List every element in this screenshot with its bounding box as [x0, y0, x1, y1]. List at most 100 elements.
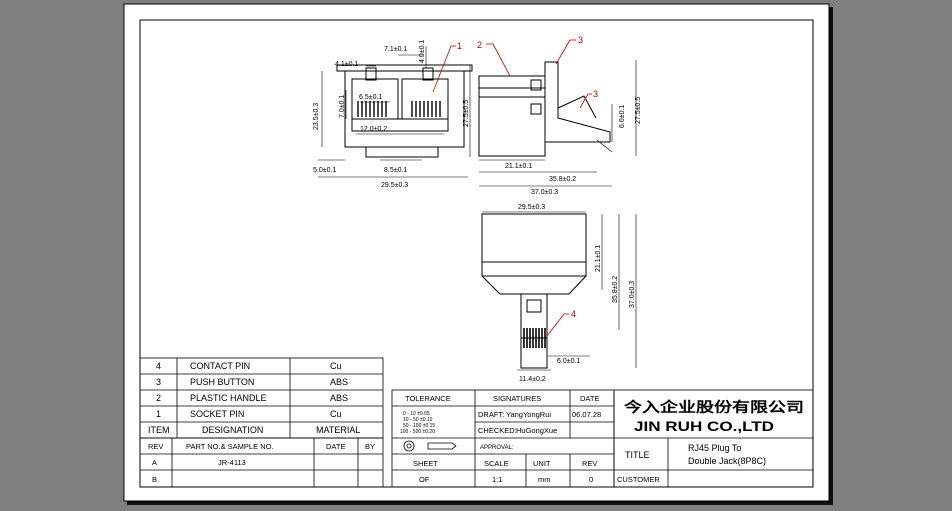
signatures-title: SIGNATURES — [493, 394, 541, 403]
bom-header-designation: DESIGNATION — [202, 425, 263, 435]
top-plug-pins — [523, 328, 546, 348]
top-view — [481, 211, 637, 371]
bom-row-material: ABS — [330, 377, 348, 387]
dim-top-4: 6.0±0.1 — [557, 358, 580, 365]
top-plug — [520, 337, 548, 369]
draft-name: YangYongRui — [506, 410, 551, 419]
side-tab-upper — [530, 79, 542, 91]
tolerance-row: 10 - 50 ±0.10 — [403, 417, 433, 423]
dim-front-2: 4.0±0.1 — [419, 40, 426, 63]
bom-header-material: MATERIAL — [316, 425, 360, 435]
front-bottom-tab — [365, 146, 439, 158]
side-tab-lower — [530, 103, 542, 115]
bom-row-item: 3 — [156, 377, 161, 387]
top-band — [481, 261, 587, 277]
date-title: DATE — [580, 394, 599, 403]
bom-row-designation: PUSH BUTTON — [190, 377, 254, 387]
bom-row-material: Cu — [330, 409, 342, 419]
scale-value: 1:1 — [492, 475, 502, 484]
tolerance-row: 100 - 500 ±0.20 — [400, 429, 435, 435]
top-view-dimensions: 29.5±0.3 21.1±0.1 35.8±0.2 37.0±0.3 6.0±… — [518, 204, 636, 383]
side-push-button — [557, 95, 597, 119]
bom-row-material: Cu — [330, 361, 342, 371]
title-label: TITLE — [625, 450, 650, 460]
dim-front-3: 6.5±0.1 — [359, 94, 382, 101]
rev-header-date: DATE — [326, 442, 345, 451]
dim-front-4: 7.0±0.1 — [339, 95, 346, 118]
callout-4: 4 — [571, 309, 576, 319]
dim-side-4: 37.0±0.3 — [531, 189, 558, 196]
unit-value: mm — [538, 475, 551, 484]
sheet-label: SHEET — [413, 459, 438, 468]
draft-label: DRAFT: — [478, 410, 504, 419]
side-handle — [544, 61, 611, 143]
title-block — [613, 389, 814, 488]
title-line-2: Double Jack(8P8C) — [688, 456, 766, 466]
front-view — [318, 46, 473, 178]
tolerance-row: 50 - 100 ±0.15 — [403, 423, 435, 429]
side-view-dimensions: 6.6±0.1 27.5±0.5 21.1±0.1 35.8±0.2 37.0±… — [505, 97, 642, 196]
dim-front-10: 29.5±0.3 — [381, 182, 408, 189]
front-view-dimensions: 4.1±0.1 7.1±0.1 4.0±0.1 6.5±0.1 7.0±0.1 … — [313, 40, 470, 189]
customer-label: CUSTOMER — [617, 475, 660, 484]
bom-row-material: ABS — [330, 393, 348, 403]
dim-top-5: 11.4±0.2 — [519, 376, 546, 383]
front-latch-right — [422, 67, 434, 81]
dim-front-0: 4.1±0.1 — [335, 61, 358, 68]
dim-front-5: 23.5±0.3 — [313, 103, 320, 130]
dim-top-3: 37.0±0.3 — [629, 281, 636, 308]
callout-2: 2 — [477, 40, 482, 50]
bom-row-designation: CONTACT PIN — [190, 361, 250, 371]
rev-block-text: REV PART NO.& SAMPLE NO. DATE BY A JR-41… — [148, 442, 375, 484]
bom-header-item: ITEM — [148, 425, 170, 435]
callout-3b: 3 — [593, 89, 598, 99]
unit-label: UNIT — [533, 459, 551, 468]
front-top-flange — [336, 64, 473, 72]
front-lower-band — [351, 118, 449, 132]
approval-label: APPROVAL: — [480, 445, 514, 451]
dim-front-1: 7.1±0.1 — [384, 46, 407, 53]
bom-text: 4 CONTACT PIN Cu 3 PUSH BUTTON ABS 2 PLA… — [148, 361, 360, 435]
bom-row-item: 1 — [156, 409, 161, 419]
tolerance-row: 0 - 10 ±0.05 — [403, 411, 430, 417]
front-pins-left — [357, 101, 387, 117]
dim-top-1: 21.1±0.1 — [595, 245, 602, 272]
rev-header-by: BY — [365, 442, 375, 451]
dim-side-2: 21.1±0.1 — [505, 163, 532, 170]
bom-row-item: 2 — [156, 393, 161, 403]
checked-label: CHECKED: — [478, 426, 517, 435]
callout-3a: 3 — [578, 35, 583, 45]
top-latch — [526, 299, 542, 313]
dim-front-6: 27.5±0.5 — [463, 100, 470, 127]
tolerance-title: TOLERANCE — [405, 394, 451, 403]
dim-front-9: 8.5±0.1 — [384, 167, 407, 174]
company-name-cn: 今入企业股份有限公司 — [623, 399, 804, 415]
rev-header-part: PART NO.& SAMPLE NO. — [186, 442, 274, 451]
rev-block — [139, 437, 384, 488]
dim-side-0: 6.6±0.1 — [619, 105, 626, 128]
dim-front-8: 5.0±0.1 — [313, 167, 336, 174]
side-view — [478, 60, 637, 187]
approval-text: TOLERANCE 0 - 10 ±0.05 10 - 50 ±0.10 50 … — [400, 394, 601, 484]
dim-top-2: 35.8±0.2 — [612, 276, 619, 303]
front-latch-left — [365, 67, 377, 81]
rev-row-part: JR-4113 — [218, 458, 246, 467]
sheet-value: OF — [419, 475, 430, 484]
callout-1: 1 — [457, 41, 462, 51]
dim-side-1: 27.5±0.5 — [635, 97, 642, 124]
front-pins-right — [411, 101, 441, 117]
scale-label: SCALE — [484, 459, 509, 468]
rev-row-rev: B — [152, 475, 157, 484]
draft-date: 06.07.28 — [572, 410, 601, 419]
callout-labels: 1 2 3 3 4 — [457, 35, 598, 319]
checked-name: HuGongXue — [516, 426, 557, 435]
dim-side-3: 35.8±0.2 — [549, 176, 576, 183]
title-block-text: 今入企业股份有限公司 JIN RUH CO.,LTD TITLE RJ45 Pl… — [617, 399, 804, 484]
company-name-en: JIN RUH CO.,LTD — [634, 418, 774, 434]
title-line-1: RJ45 Plug To — [688, 443, 741, 453]
dim-front-7: 12.0±0.2 — [360, 126, 387, 133]
callouts — [432, 39, 592, 337]
rev-header-rev: REV — [148, 442, 163, 451]
rev-label: REV — [582, 459, 597, 468]
